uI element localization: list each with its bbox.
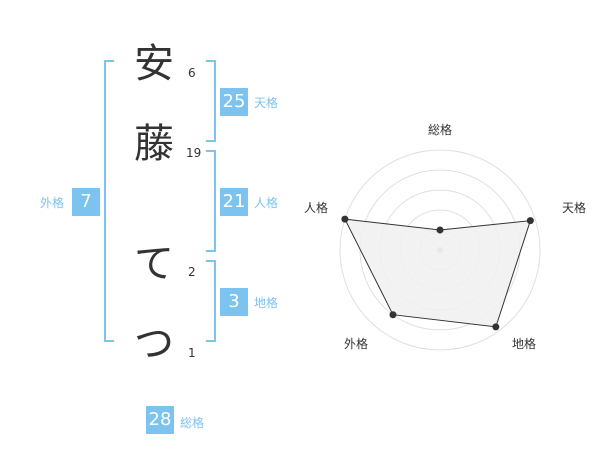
stroke-count-3: 2 bbox=[188, 265, 196, 279]
tenkaku-value-badge: 25 bbox=[220, 88, 248, 116]
soukaku-value-badge: 28 bbox=[146, 406, 174, 434]
name-char-1: 安 bbox=[134, 41, 174, 87]
tenkaku-label: 天格 bbox=[254, 96, 279, 110]
chikaku-bracket bbox=[206, 260, 216, 342]
jinkaku-value-badge: 21 bbox=[220, 188, 248, 216]
radar-ring bbox=[339, 149, 541, 351]
stroke-count-1: 6 bbox=[188, 66, 196, 80]
tenkaku-bracket bbox=[206, 60, 216, 142]
radar-point-1 bbox=[436, 226, 444, 234]
jinkaku-label: 人格 bbox=[254, 196, 279, 210]
jinkaku-bracket bbox=[206, 150, 216, 252]
radar-axis-label-4: 外格 bbox=[344, 336, 368, 351]
name-char-2: 藤 bbox=[134, 121, 174, 167]
radar-axis-label-1: 総格 bbox=[428, 122, 452, 137]
soukaku-label: 総格 bbox=[180, 416, 205, 430]
radar-axis-label-5: 人格 bbox=[304, 200, 328, 215]
chikaku-label: 地格 bbox=[254, 296, 279, 310]
gaikaku-value-badge: 7 bbox=[72, 188, 100, 216]
gaikaku-label: 外格 bbox=[40, 196, 65, 210]
radar-point-3 bbox=[492, 323, 500, 331]
name-char-3: て bbox=[134, 241, 174, 287]
radar-point-2 bbox=[526, 217, 534, 225]
radar-axis-label-3: 地格 bbox=[512, 336, 536, 351]
stroke-count-2: 19 bbox=[186, 146, 202, 160]
chikaku-value-badge: 3 bbox=[220, 288, 248, 316]
name-char-4: つ bbox=[134, 321, 174, 367]
gaikaku-bracket bbox=[104, 60, 114, 342]
radar-point-5 bbox=[341, 215, 349, 223]
stroke-count-4: 1 bbox=[188, 346, 196, 360]
radar-polygon bbox=[344, 218, 532, 328]
radar-point-4 bbox=[389, 311, 397, 319]
radar-axis-label-2: 天格 bbox=[562, 200, 586, 215]
